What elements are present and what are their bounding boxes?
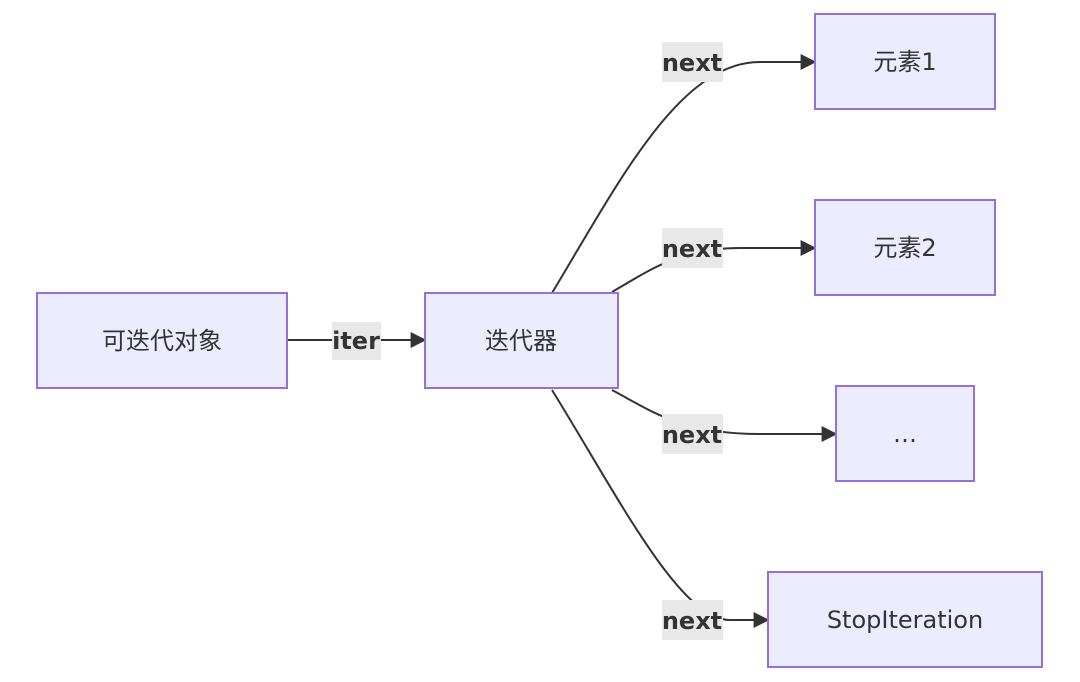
node-ellipsis-label: … — [893, 420, 917, 448]
edge-label-next-4: next — [662, 600, 723, 640]
edge-next-element1 — [551, 54, 817, 294]
node-ellipsis: … — [835, 385, 975, 482]
edge-label-iter-text: iter — [332, 327, 380, 355]
node-iterable: 可迭代对象 — [36, 292, 288, 389]
edge-label-next-3: next — [662, 414, 723, 454]
edge-label-next-1-text: next — [662, 49, 722, 77]
node-element1-label: 元素1 — [873, 48, 936, 76]
edge-label-next-1: next — [662, 42, 723, 82]
node-stop-iteration-label: StopIteration — [827, 606, 983, 634]
node-element2: 元素2 — [814, 199, 996, 296]
node-element2-label: 元素2 — [873, 234, 936, 262]
edge-label-next-3-text: next — [662, 421, 722, 449]
edge-label-iter: iter — [332, 322, 381, 360]
edge-label-next-2: next — [662, 228, 723, 268]
edge-label-next-2-text: next — [662, 235, 722, 263]
node-iterator: 迭代器 — [424, 292, 619, 389]
edge-next-ellipsis — [611, 389, 838, 442]
edge-next-stop — [551, 389, 770, 628]
edge-label-next-4-text: next — [662, 607, 722, 635]
node-iterable-label: 可迭代对象 — [102, 327, 222, 355]
node-stop-iteration: StopIteration — [767, 571, 1043, 668]
node-element1: 元素1 — [814, 13, 996, 110]
node-iterator-label: 迭代器 — [485, 327, 557, 355]
